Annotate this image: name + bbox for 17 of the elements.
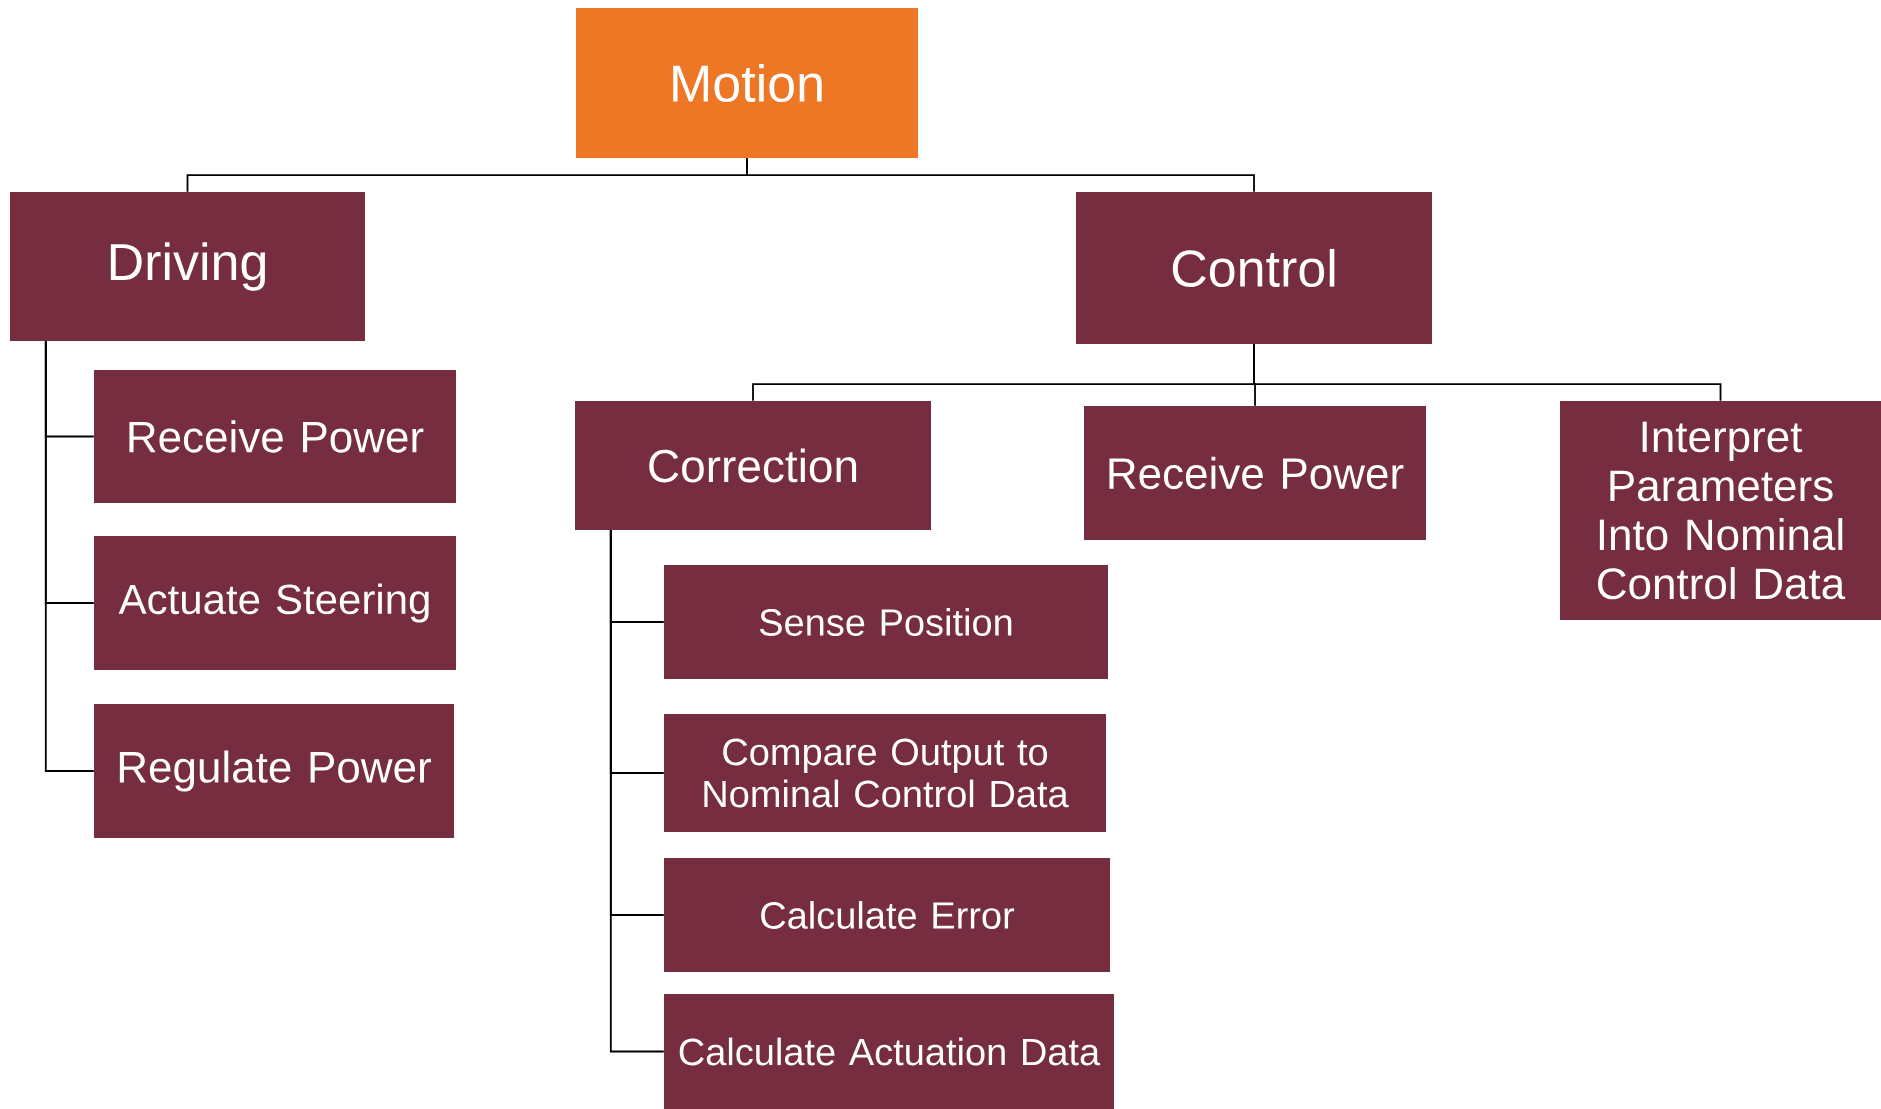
connector-line xyxy=(609,529,665,1053)
function-box: Correction xyxy=(575,401,931,530)
function-box: Regulate Power xyxy=(94,704,454,838)
connector-line xyxy=(1253,343,1722,402)
function-box: Driving xyxy=(10,192,365,341)
function-box: Interpret Parameters Into Nominal Control Data xyxy=(1560,401,1881,620)
function-box: Compare Output to Nominal Control Data xyxy=(664,714,1106,832)
function-box: Actuate Steering xyxy=(94,536,456,670)
function-box: Motion xyxy=(576,8,918,158)
function-box: Sense Position xyxy=(664,565,1108,679)
function-box: Calculate Actuation Data xyxy=(664,994,1114,1109)
function-box: Receive Power xyxy=(1084,406,1426,540)
function-box: Control xyxy=(1076,192,1432,344)
function-box: Calculate Error xyxy=(664,858,1110,972)
function-box: Receive Power xyxy=(94,370,456,503)
connector-line xyxy=(746,157,1255,193)
connector-line xyxy=(44,340,95,772)
